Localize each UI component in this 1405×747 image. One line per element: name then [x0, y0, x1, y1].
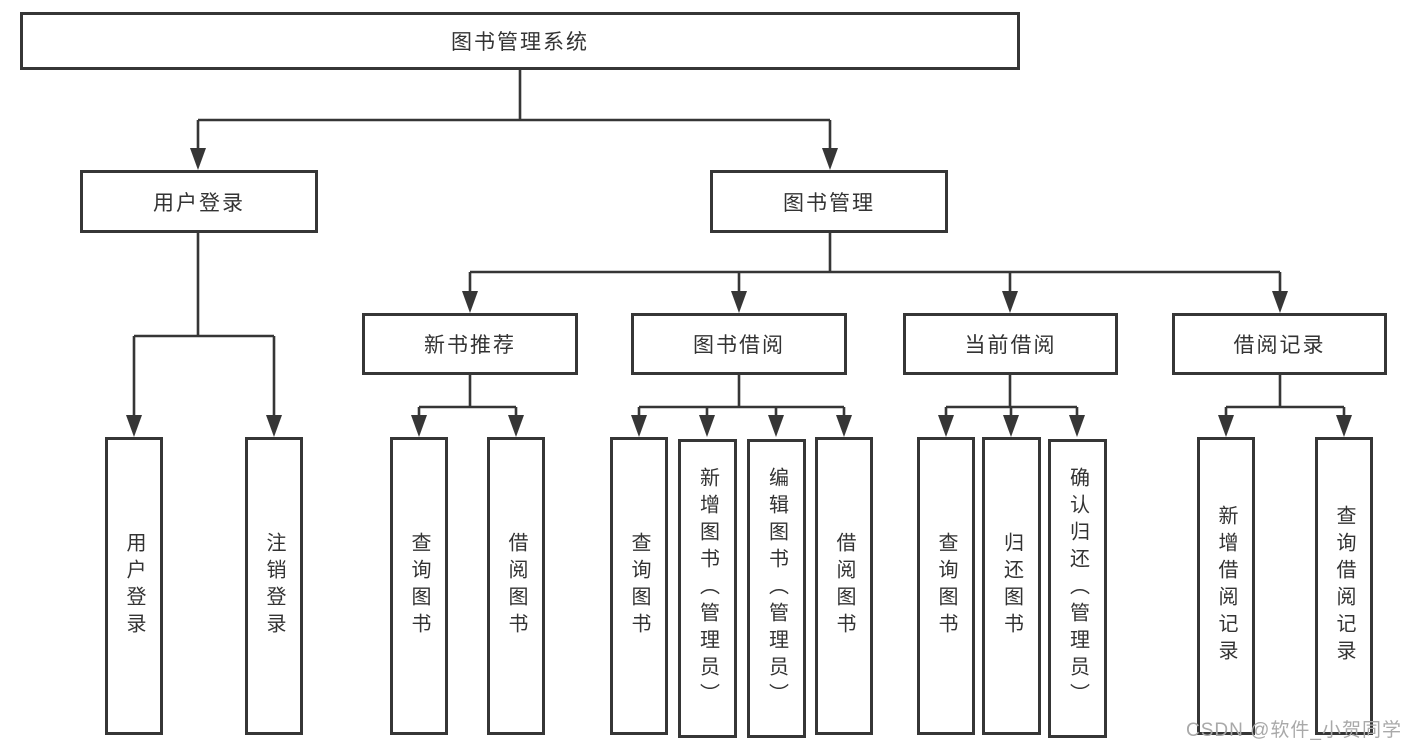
node-new-book-recommend: 新书推荐: [362, 313, 578, 375]
leaf-user-login: 用户登录: [105, 437, 163, 735]
node-borrow-record: 借阅记录: [1172, 313, 1387, 375]
node-book-management: 图书管理: [710, 170, 948, 233]
node-user-login: 用户登录: [80, 170, 318, 233]
node-current-borrow: 当前借阅: [903, 313, 1118, 375]
node-book-borrow: 图书借阅: [631, 313, 847, 375]
leaf-query-book-current: 查询图书: [917, 437, 975, 735]
leaf-query-book-recommend: 查询图书: [390, 437, 448, 735]
node-root-library-system: 图书管理系统: [20, 12, 1020, 70]
leaf-borrow-book: 借阅图书: [815, 437, 873, 735]
leaf-return-book: 归还图书: [982, 437, 1041, 735]
leaf-edit-book-admin: 编辑图书（管理员）: [747, 439, 806, 738]
leaf-borrow-book-recommend: 借阅图书: [487, 437, 545, 735]
leaf-logout: 注销登录: [245, 437, 303, 735]
leaf-add-book-admin: 新增图书（管理员）: [678, 439, 737, 738]
leaf-query-borrow-record: 查询借阅记录: [1315, 437, 1373, 735]
leaf-confirm-return-admin: 确认归还（管理员）: [1048, 439, 1107, 738]
csdn-watermark: CSDN @软件_小贺同学: [1186, 720, 1402, 741]
leaf-query-book-borrow: 查询图书: [610, 437, 668, 735]
leaf-add-borrow-record: 新增借阅记录: [1197, 437, 1255, 735]
